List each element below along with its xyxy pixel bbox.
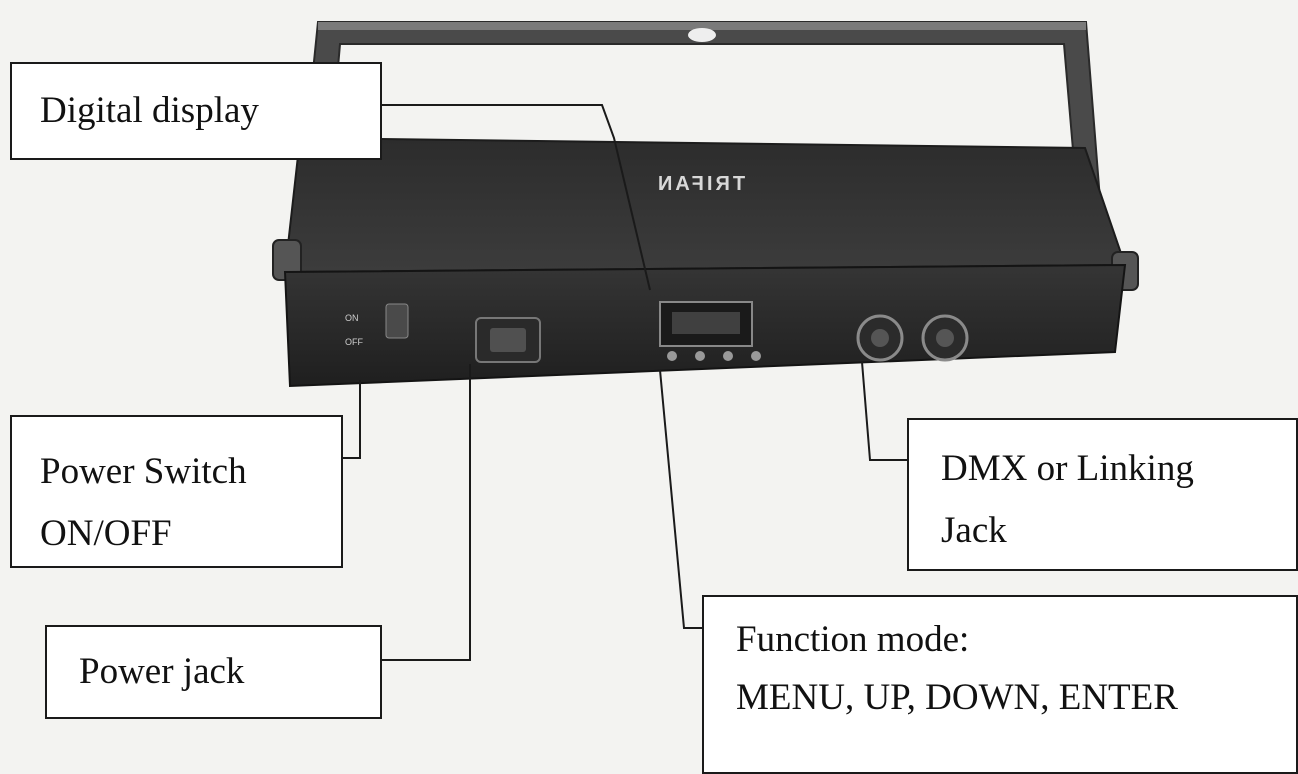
label-power-jack: Power jack <box>45 625 382 719</box>
power-switch: ON OFF <box>345 303 409 347</box>
label-dmx-jack-line1: DMX or Linking <box>941 448 1194 489</box>
display-window <box>659 301 753 347</box>
power-jack-socket <box>475 317 541 363</box>
leader-function-mode <box>659 369 702 629</box>
leader-power-switch <box>343 380 361 459</box>
switch-on-mark: ON <box>345 313 359 323</box>
label-dmx-jack-line2: Jack <box>941 509 1007 551</box>
label-digital-display-text: Digital display <box>40 90 259 132</box>
label-function-mode: Function mode: MENU, UP, DOWN, ENTER <box>702 595 1298 774</box>
device-top-panel <box>283 136 1127 274</box>
leader-power-jack <box>382 364 471 661</box>
label-power-switch-line2: ON/OFF <box>40 512 172 554</box>
label-dmx-jack: DMX or Linking Jack <box>907 418 1298 571</box>
label-function-mode-line2: MENU, UP, DOWN, ENTER <box>736 676 1178 718</box>
switch-off-mark: OFF <box>345 337 363 347</box>
label-digital-display: Digital display <box>10 62 382 160</box>
dmx-connectors <box>856 314 969 362</box>
label-function-mode-line1: Function mode: <box>736 619 970 660</box>
label-power-switch-line1: Power Switch <box>40 451 247 492</box>
brand-logo: TRIFAN <box>655 173 745 195</box>
leader-lines <box>343 104 907 661</box>
label-power-jack-text: Power jack <box>79 651 245 693</box>
label-power-switch: Power Switch ON/OFF <box>10 415 343 568</box>
bracket-hole <box>688 28 716 42</box>
leader-digital-display <box>382 104 651 291</box>
function-buttons <box>667 351 761 361</box>
leader-dmx <box>861 361 907 461</box>
switch-toggle <box>385 303 409 339</box>
